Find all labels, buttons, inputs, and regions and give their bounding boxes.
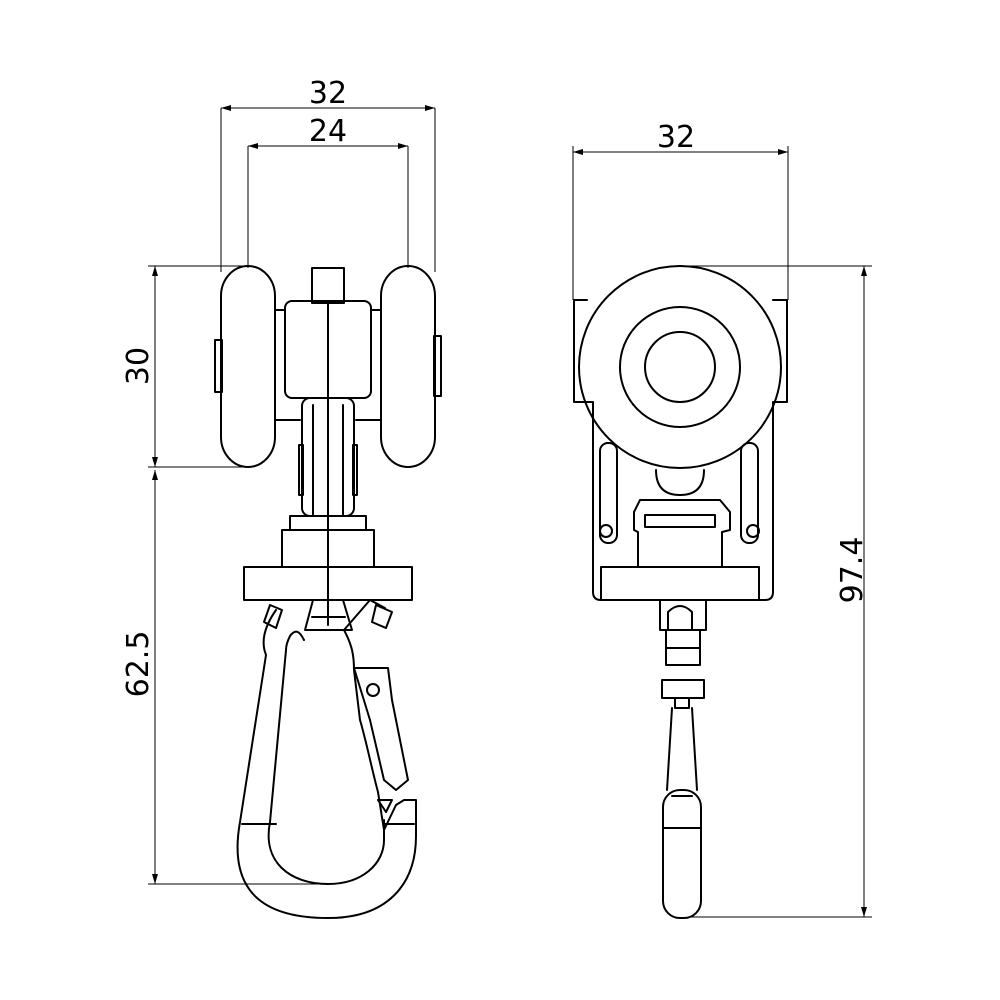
- bracket-body: [573, 299, 788, 601]
- side-view: 32 97.4: [572, 120, 872, 919]
- wheel-height-dimension: 30: [121, 265, 248, 468]
- right-wheel: [355, 265, 442, 468]
- side-height-dimension: 97.4: [680, 265, 872, 918]
- base-plate: [243, 566, 413, 601]
- side-width-label: 32: [657, 120, 695, 155]
- swivel-head: [263, 599, 393, 631]
- hook-length-dimension: 62.5: [121, 470, 330, 885]
- front-width-label: 32: [309, 76, 347, 111]
- side-height-label: 97.4: [835, 537, 870, 604]
- wheel-height-label: 30: [121, 347, 156, 385]
- hook-length-label: 62.5: [121, 631, 156, 698]
- side-wheel: [578, 265, 782, 469]
- shaft: [298, 397, 358, 626]
- wheel-spacing-dimension: 24: [247, 114, 409, 268]
- side-base-plate: [600, 566, 760, 601]
- front-view: 32 24 30 62.5: [121, 76, 442, 919]
- wheel-spacing-label: 24: [309, 114, 347, 149]
- left-wheel: [214, 265, 301, 468]
- side-housing: [633, 469, 731, 568]
- front-width-dimension: 32: [220, 76, 436, 272]
- carabiner-hook: [236, 599, 417, 919]
- side-width-dimension: 32: [572, 120, 789, 300]
- axle-post: [311, 267, 345, 304]
- side-swivel-hook: [659, 599, 707, 919]
